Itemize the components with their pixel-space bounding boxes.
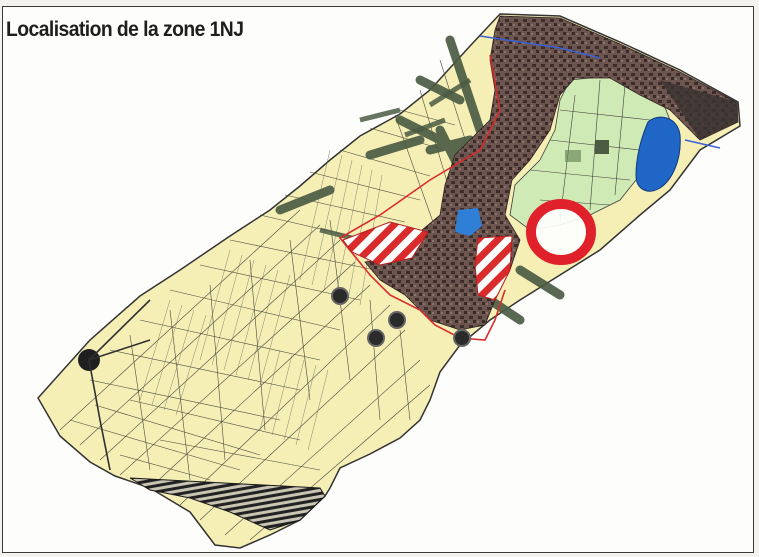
point-marker-icon (331, 287, 349, 305)
infrastructure-strip (129, 477, 326, 531)
radial-paths (88, 299, 151, 471)
point-marker-icon (388, 311, 406, 329)
water-pond (455, 208, 482, 236)
point-marker-icon (367, 329, 385, 347)
hatched-zone-east (474, 235, 513, 301)
zone-boundary-line (338, 54, 506, 341)
location-ring-icon (526, 199, 596, 265)
water-lake (635, 116, 681, 192)
hatched-zone-west (342, 221, 429, 266)
point-marker-icon (453, 329, 471, 347)
page-title: Localisation de la zone 1NJ (6, 18, 244, 41)
